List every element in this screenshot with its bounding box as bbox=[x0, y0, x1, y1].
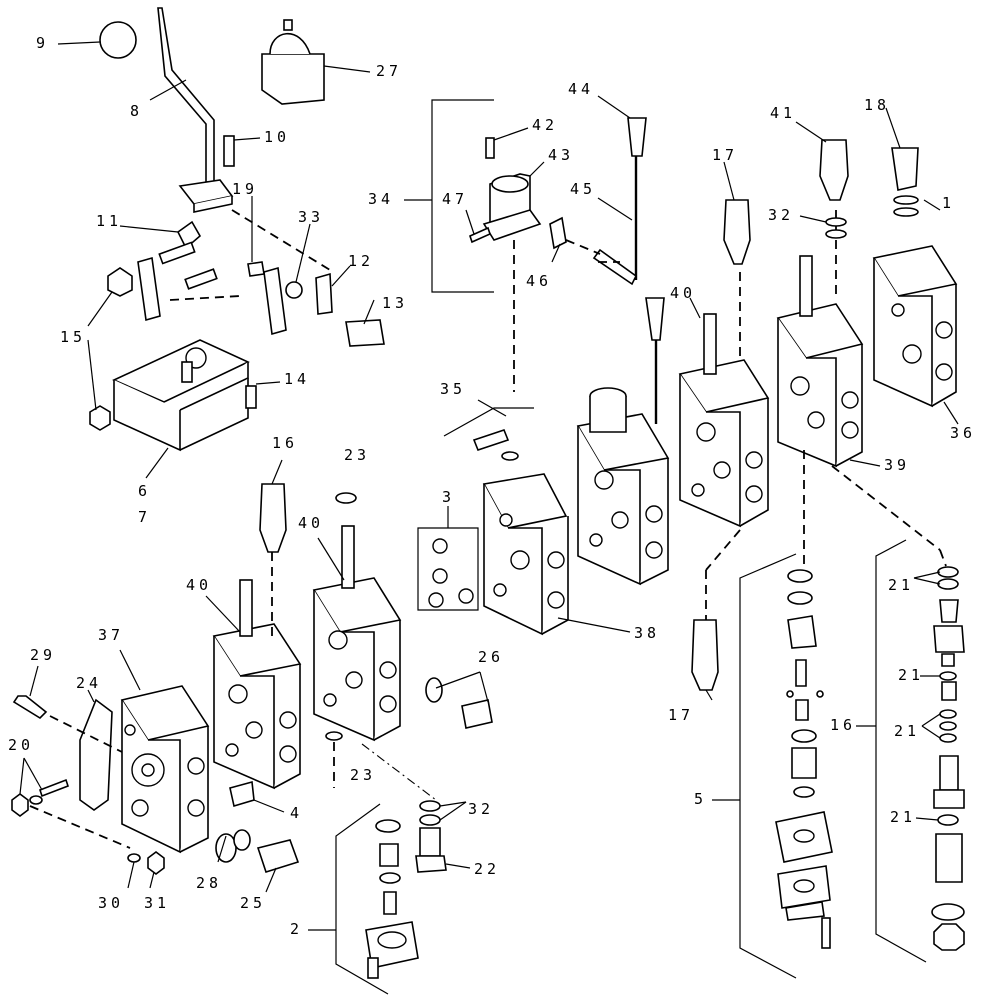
valve-part-25 bbox=[256, 839, 300, 893]
callout-6: 6 bbox=[138, 482, 152, 500]
callout-7: 7 bbox=[138, 508, 152, 526]
callout-41: 41 bbox=[770, 104, 797, 122]
callout-34: 34 bbox=[368, 190, 395, 208]
nut-part-31 bbox=[147, 851, 165, 889]
pin-part-35 bbox=[443, 399, 534, 461]
callout-39: 39 bbox=[884, 456, 911, 474]
callout-24: 24 bbox=[76, 674, 103, 692]
callout-32-upper: 32 bbox=[768, 206, 795, 224]
callout-29: 29 bbox=[30, 646, 57, 664]
cartridge-part-16-left bbox=[259, 459, 287, 640]
cartridge-part-41 bbox=[795, 121, 849, 239]
callout-1: 1 bbox=[942, 194, 956, 212]
callout-40-upper: 40 bbox=[670, 284, 697, 302]
callout-27: 27 bbox=[376, 62, 403, 80]
callout-46: 46 bbox=[526, 272, 553, 290]
base-plate bbox=[178, 179, 234, 213]
callout-28: 28 bbox=[196, 874, 223, 892]
callout-2: 2 bbox=[290, 920, 304, 938]
callout-3: 3 bbox=[442, 488, 456, 506]
lever-part-44-45 bbox=[565, 95, 647, 286]
callout-23-upper: 23 bbox=[344, 446, 371, 464]
valve-section-40-middle bbox=[312, 525, 402, 742]
callout-5: 5 bbox=[694, 790, 708, 808]
valve-section-40-upper bbox=[678, 272, 770, 528]
bolt-part-29 bbox=[12, 665, 123, 753]
callout-13: 13 bbox=[382, 294, 409, 312]
lever-part-8 bbox=[149, 7, 215, 183]
callout-21-c: 21 bbox=[894, 722, 921, 740]
o-rings-part-28 bbox=[215, 829, 251, 863]
cartridge-part-17-lower bbox=[691, 529, 741, 701]
plug-part-4 bbox=[229, 780, 285, 813]
callout-37: 37 bbox=[98, 626, 125, 644]
callout-15: 15 bbox=[60, 328, 87, 346]
callout-18: 18 bbox=[864, 96, 891, 114]
o-rings-part-3 bbox=[417, 506, 479, 611]
callout-35: 35 bbox=[440, 380, 467, 398]
callout-8: 8 bbox=[130, 102, 144, 120]
callout-9: 9 bbox=[36, 34, 50, 52]
knob-part-9 bbox=[57, 21, 137, 59]
callout-40-middle: 40 bbox=[298, 514, 325, 532]
spool-group-2 bbox=[308, 803, 419, 995]
callout-21-a: 21 bbox=[888, 576, 915, 594]
screw-part-10 bbox=[223, 135, 261, 167]
plug-part-26 bbox=[425, 671, 493, 729]
valve-section-40-lower bbox=[205, 579, 302, 790]
callout-11: 11 bbox=[96, 212, 123, 230]
callout-10: 10 bbox=[264, 128, 291, 146]
linkage-parts bbox=[87, 196, 385, 431]
bracket-part-6 bbox=[112, 339, 281, 479]
callout-19: 19 bbox=[232, 180, 259, 198]
callout-26: 26 bbox=[478, 648, 505, 666]
callout-17-upper: 17 bbox=[712, 146, 739, 164]
callout-23-lower: 23 bbox=[350, 766, 377, 784]
valve-section-38 bbox=[482, 473, 631, 636]
nut-part-20 bbox=[11, 757, 131, 849]
spool-group-16 bbox=[831, 465, 965, 963]
callout-22: 22 bbox=[474, 860, 501, 878]
callout-38: 38 bbox=[634, 624, 661, 642]
callout-47: 47 bbox=[442, 190, 469, 208]
valve-section-39 bbox=[776, 210, 881, 468]
callout-14: 14 bbox=[284, 370, 311, 388]
valve-section-solenoid bbox=[576, 297, 670, 586]
plate-part-24 bbox=[79, 689, 113, 811]
plug-part-18 bbox=[885, 107, 941, 217]
callout-20: 20 bbox=[8, 736, 35, 754]
callout-16-right: 16 bbox=[830, 716, 857, 734]
callout-45: 45 bbox=[570, 180, 597, 198]
boot-part-27 bbox=[261, 19, 371, 105]
callout-31: 31 bbox=[144, 894, 171, 912]
callout-21-d: 21 bbox=[890, 808, 917, 826]
callout-25: 25 bbox=[240, 894, 267, 912]
callout-30: 30 bbox=[98, 894, 125, 912]
plug-part-22 bbox=[415, 800, 471, 873]
end-cover-36 bbox=[872, 245, 959, 425]
callout-21-b: 21 bbox=[898, 666, 925, 684]
spool-group-5 bbox=[712, 450, 833, 979]
callout-32-lower: 32 bbox=[468, 800, 495, 818]
cartridge-part-17-upper bbox=[723, 161, 751, 265]
solenoid-group-34 bbox=[404, 99, 567, 392]
callout-40-lower: 40 bbox=[186, 576, 213, 594]
callout-17-lower: 17 bbox=[668, 706, 695, 724]
o-ring-part-23 bbox=[325, 492, 437, 801]
callout-42: 42 bbox=[532, 116, 559, 134]
callout-16-left: 16 bbox=[272, 434, 299, 452]
callout-36: 36 bbox=[950, 424, 977, 442]
end-cover-37 bbox=[119, 649, 210, 854]
callout-12: 12 bbox=[348, 252, 375, 270]
callout-4: 4 bbox=[290, 804, 304, 822]
callout-33: 33 bbox=[298, 208, 325, 226]
washer-part-30 bbox=[127, 853, 141, 889]
callout-44: 44 bbox=[568, 80, 595, 98]
callout-43: 43 bbox=[548, 146, 575, 164]
